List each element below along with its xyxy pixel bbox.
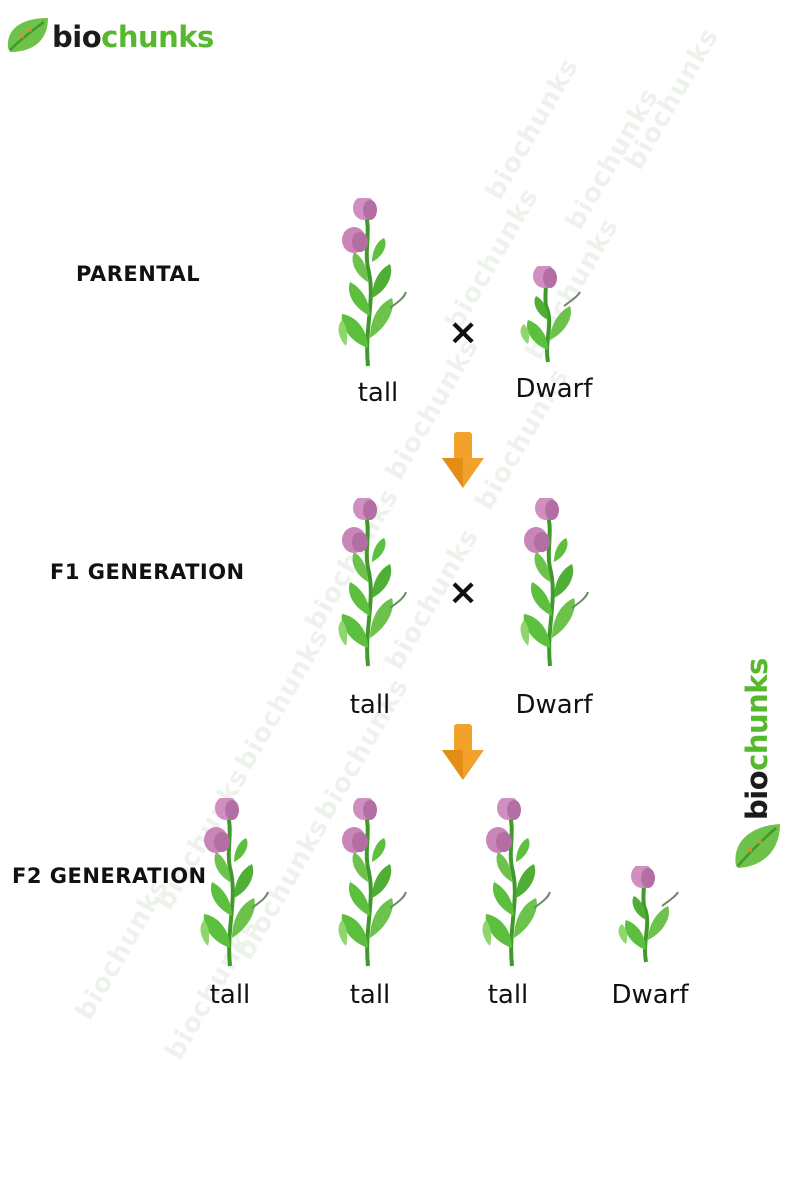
leaf-logo-icon	[7, 18, 49, 52]
generation-label-f1: F1 GENERATION	[50, 560, 245, 584]
side-leaf-logo-icon	[735, 824, 780, 868]
dwarf-plant-icon	[616, 866, 680, 964]
tall-plant-icon	[336, 198, 408, 368]
plant-label: Dwarf	[611, 980, 689, 1010]
tall-plant-icon	[518, 498, 590, 668]
brand-wordmark: biochunks	[52, 20, 214, 54]
tall-plant-icon	[480, 798, 552, 968]
down-arrow-icon	[442, 724, 484, 780]
brand-chunks: chunks	[101, 20, 214, 54]
watermark: biochunks	[560, 83, 666, 236]
plant-label: tall	[349, 690, 391, 720]
side-brand-bio: bio	[740, 770, 774, 820]
tall-plant-icon	[198, 798, 270, 968]
side-brand-wordmark: biochunks	[740, 658, 774, 820]
plant-label: tall	[349, 980, 391, 1010]
side-brand-logo: biochunks	[722, 658, 792, 875]
brand-logo: biochunks	[4, 8, 214, 58]
plant-label: tall	[487, 980, 529, 1010]
watermark: biochunks	[480, 53, 586, 206]
side-brand-chunks: chunks	[740, 658, 774, 771]
down-arrow-icon	[442, 432, 484, 488]
cross-symbol: ×	[448, 572, 479, 613]
cross-symbol: ×	[448, 312, 479, 353]
tall-plant-icon	[336, 798, 408, 968]
tall-plant-icon	[336, 498, 408, 668]
watermark: biochunks	[620, 23, 726, 176]
brand-bio: bio	[52, 20, 102, 54]
plant-label: Dwarf	[515, 374, 593, 404]
plant-label: Dwarf	[515, 690, 593, 720]
generation-label-parental: PARENTAL	[76, 262, 201, 286]
watermark: biochunks	[70, 873, 176, 1025]
plant-label: tall	[209, 980, 251, 1010]
dwarf-plant-icon	[518, 266, 582, 364]
plant-label: tall	[357, 378, 399, 408]
generation-label-f2: F2 GENERATION	[12, 864, 207, 888]
